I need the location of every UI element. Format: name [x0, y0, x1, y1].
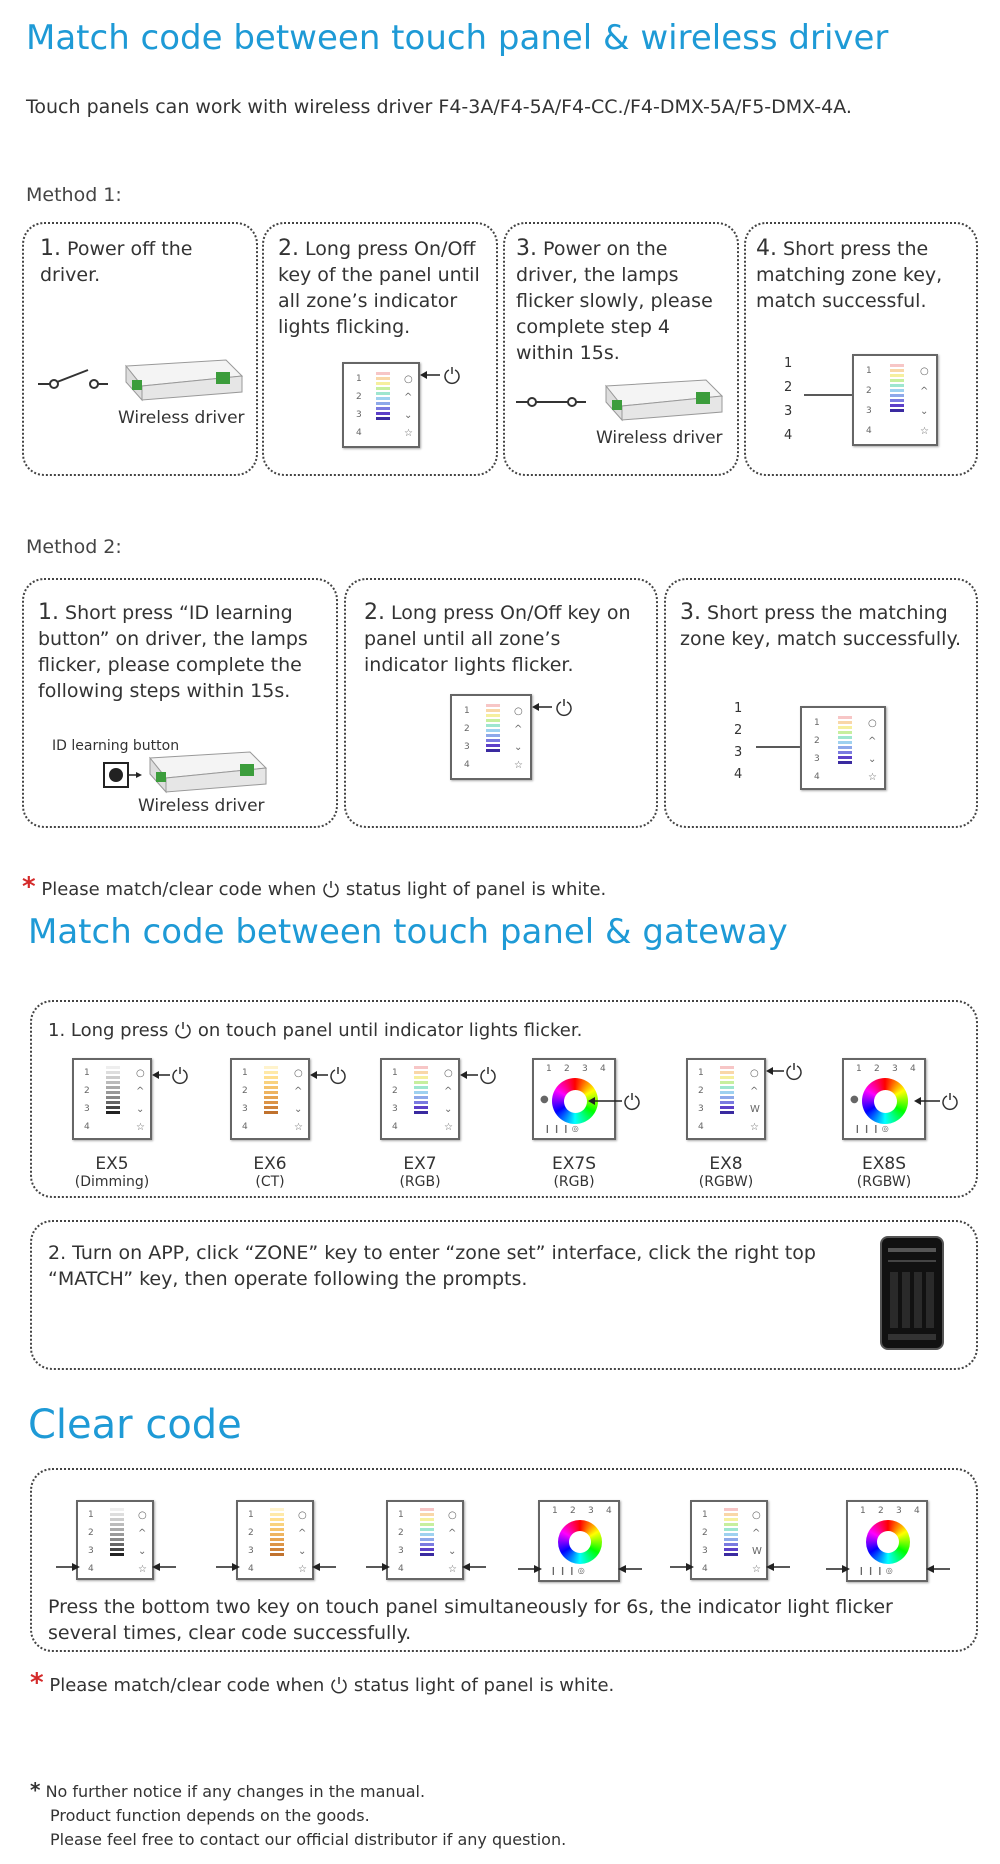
method1-step3-driver-caption: Wireless driver: [596, 428, 723, 448]
wireless-driver-icon: [125, 359, 244, 402]
power-arrow-icon: [152, 1067, 188, 1085]
model-ex7: EX7(RGB): [399, 1154, 441, 1190]
method1-step3-box: [503, 222, 739, 476]
method1-step4-box: [744, 222, 978, 476]
footer-notice: * No further notice if any changes in th…: [30, 1778, 567, 1849]
power-arrow-icon: [310, 1067, 346, 1085]
touch-panel-rgbw: 1 2 3 4 ○ ^ ⌄ ☆: [852, 354, 938, 446]
clear-arrows-icon: [56, 1563, 176, 1571]
method1-step1: 1. Power off the driver.: [40, 236, 193, 286]
wireless-driver-icon: [605, 379, 724, 422]
method1-step3: 3. Power on the driver, the lamps flicke…: [516, 236, 713, 364]
touch-panel-rgbw: 1 2 3 4 ○ ^ ⌄ ☆: [800, 706, 886, 790]
method1-step1-box: [22, 222, 258, 476]
method2-step3-box: [664, 578, 978, 828]
asterisk-icon: *: [30, 1778, 41, 1802]
gateway-step2: 2. Turn on APP, click “ZONE” key to ente…: [48, 1242, 816, 1290]
touch-panel-rgbw: 1 2 3 4 ○ ^ ⌄ ☆: [450, 694, 532, 780]
method1-step4: 4. Short press the matching zone key, ma…: [756, 236, 943, 312]
model-ex8: EX8(RGBW): [698, 1154, 754, 1190]
power-icon: [331, 1677, 347, 1694]
asterisk-icon: *: [22, 872, 36, 902]
power-arrow-icon: [588, 1093, 640, 1111]
gateway-step1: 1. Long press on touch panel until indic…: [48, 1020, 583, 1041]
power-arrow-icon: [420, 367, 460, 385]
method1-driver-caption: Wireless driver: [118, 408, 245, 428]
gateway-step2-box: [30, 1220, 978, 1370]
power-arrow-icon: [766, 1063, 802, 1081]
model-ex5: EX5(Dimming): [74, 1154, 150, 1190]
color-wheel: [862, 1078, 908, 1124]
clear-arrows-icon: [216, 1563, 336, 1571]
power-icon: [323, 881, 339, 898]
method2-label: Method 2:: [26, 536, 122, 558]
color-wheel: [558, 1520, 602, 1564]
power-arrow-icon: [460, 1067, 496, 1085]
method2-step1: 1. Short press “ID learning button” on d…: [38, 600, 308, 702]
method2-step3: 3. Short press the matching zone key, ma…: [680, 600, 962, 650]
power-icon: [175, 1022, 191, 1039]
model-ex6: EX6(CT): [253, 1154, 287, 1190]
id-learning-button-label: ID learning button: [52, 738, 180, 754]
smartphone-app: [880, 1236, 944, 1350]
id-learning-button-icon: [103, 762, 142, 788]
model-ex7s: EX7S(RGB): [552, 1154, 596, 1190]
wireless-driver-icon: [149, 751, 268, 794]
method1-step2-box: [262, 222, 498, 476]
method2-step1-box: [22, 578, 338, 828]
clear-arrows-icon: [366, 1563, 486, 1571]
switch-icon: [38, 369, 108, 389]
section-title-gateway: Match code between touch panel & gateway: [28, 912, 788, 952]
clear-note: * Please match/clear code when status li…: [30, 1668, 615, 1698]
touch-panel-rgbw: 1 2 3 4 ○ ^ ⌄ ☆: [342, 362, 420, 448]
asterisk-icon: *: [30, 1668, 44, 1698]
method2-driver-caption: Wireless driver: [138, 796, 265, 816]
clear-code-instruction: Press the bottom two key on touch panel …: [48, 1596, 893, 1644]
switch-closed-icon: [516, 397, 586, 407]
section-title-clear: Clear code: [28, 1402, 242, 1448]
intro-text: Touch panels can work with wireless driv…: [26, 96, 852, 118]
method2-step2-box: [344, 578, 658, 828]
clear-arrows-icon: [670, 1563, 790, 1571]
match-note: * Please match/clear code when status li…: [22, 872, 607, 902]
method1-step2: 2. Long press On/Off key of the panel un…: [278, 236, 480, 338]
power-arrow-icon: [914, 1093, 958, 1111]
section-title-driver: Match code between touch panel & wireles…: [26, 18, 889, 58]
color-wheel: [866, 1520, 910, 1564]
method2-step2: 2. Long press On/Off key on panel until …: [364, 600, 631, 676]
gateway-step1-box: [30, 1000, 978, 1198]
model-ex8s: EX8S(RGBW): [856, 1154, 912, 1190]
clear-arrows-icon: [826, 1565, 950, 1573]
clear-code-box: [30, 1468, 978, 1652]
power-arrow-icon: [532, 699, 572, 717]
clear-arrows-icon: [518, 1565, 642, 1573]
method1-label: Method 1:: [26, 184, 122, 206]
